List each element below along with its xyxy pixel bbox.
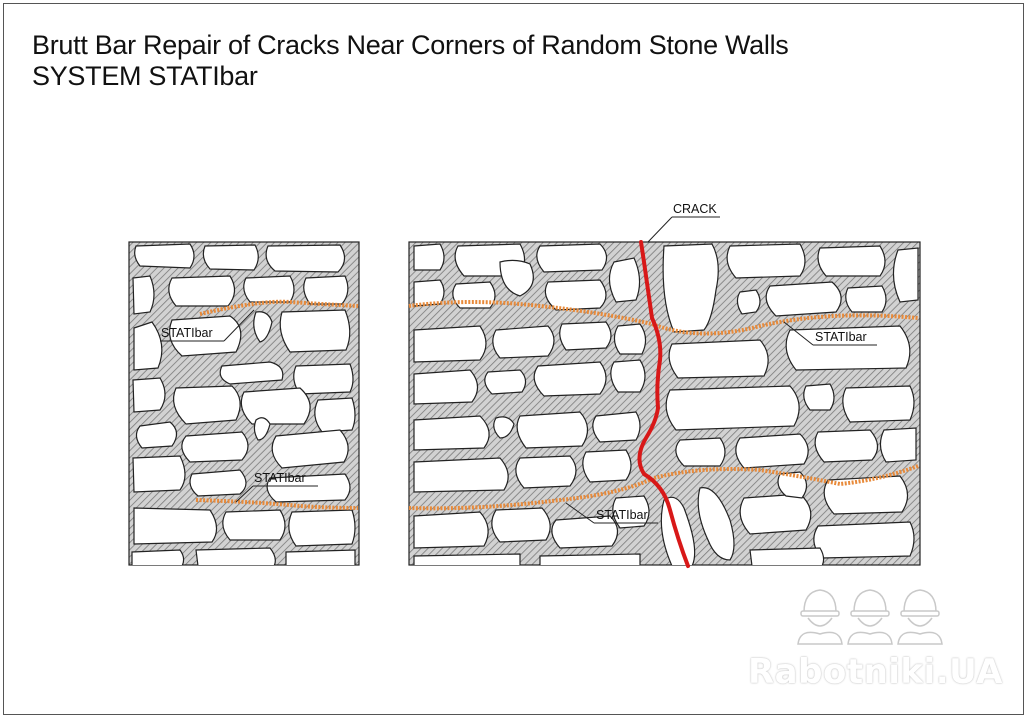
right-stones <box>413 243 919 565</box>
statibar-label-right-bottom: STATIbar <box>596 508 648 522</box>
statibar-label-left-top: STATIbar <box>161 326 213 340</box>
crack-line <box>637 240 690 568</box>
statibar-left-top <box>199 299 359 316</box>
watermark-text: Rabotniki.UA <box>748 652 1003 692</box>
left-stones <box>131 243 356 565</box>
statibar-right-top <box>408 300 919 336</box>
left-statibar-lines <box>195 299 359 510</box>
crack-label: CRACK <box>673 202 717 216</box>
left-wall-panel <box>128 241 360 566</box>
right-wall-panel <box>408 240 921 568</box>
title-line-1: Brutt Bar Repair of Cracks Near Corners … <box>32 30 789 60</box>
three-workers-hardhat-icon <box>797 589 943 645</box>
right-statibar-lines <box>408 300 919 511</box>
callouts: CRACK STATIbar STATIbar STATIbar STATIba… <box>160 202 877 524</box>
page-title: Brutt Bar Repair of Cracks Near Corners … <box>32 30 789 92</box>
statibar-left-bottom <box>195 498 359 510</box>
statibar-label-right-top: STATIbar <box>815 330 867 344</box>
statibar-right-bottom <box>408 464 919 511</box>
drawing-frame <box>3 3 1024 715</box>
statibar-label-left-bottom: STATIbar <box>254 471 306 485</box>
title-line-2: SYSTEM STATIbar <box>32 61 258 91</box>
